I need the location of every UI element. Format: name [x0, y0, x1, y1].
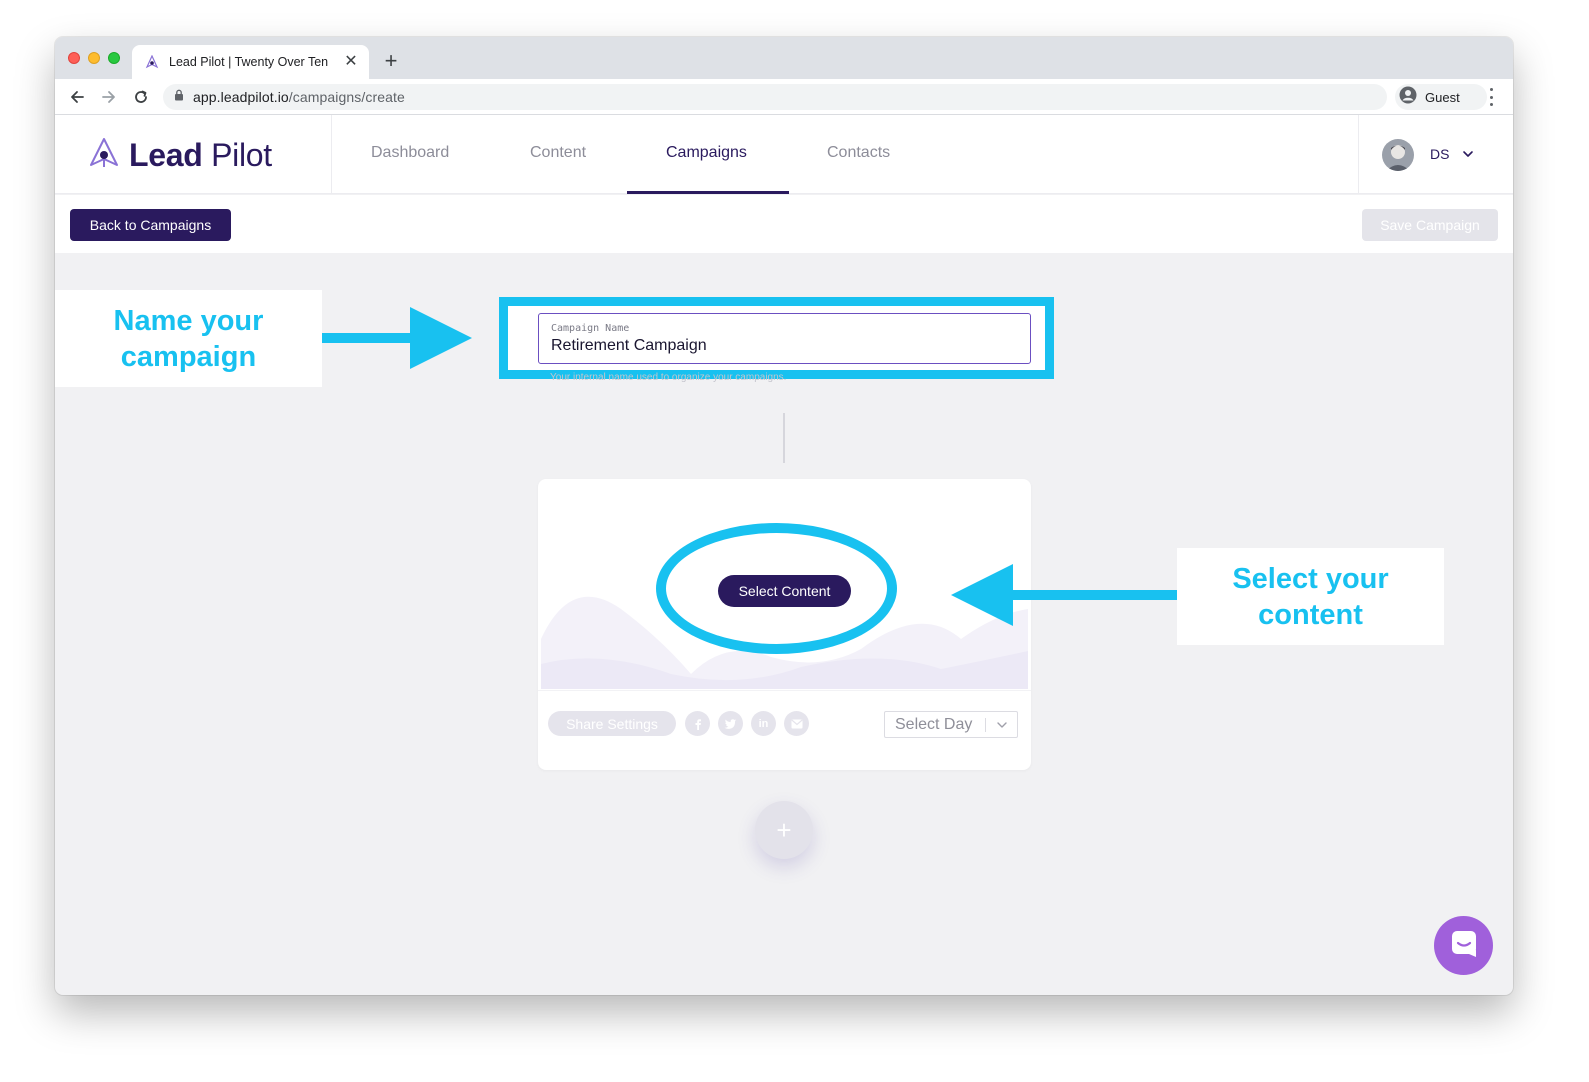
- nav-content[interactable]: Content: [530, 144, 587, 161]
- profile-label: Guest: [1425, 89, 1460, 105]
- annotation-highlight-ellipse: [656, 523, 897, 654]
- url-text: app.leadpilot.io/campaigns/create: [193, 89, 405, 105]
- select-day-dropdown[interactable]: Select Day: [884, 711, 1018, 738]
- nav-dashboard[interactable]: Dashboard: [371, 144, 450, 161]
- logo-word-pilot: Pilot: [211, 136, 272, 173]
- app-header: Lead Pilot Dashboard Content Campaigns C…: [55, 115, 1513, 194]
- url-path: /campaigns/create: [288, 89, 405, 105]
- campaign-name-label: Campaign Name: [551, 323, 630, 334]
- step-connector: [783, 413, 785, 463]
- annotation-text: content: [1258, 598, 1363, 631]
- browser-toolbar: app.leadpilot.io/campaigns/create Guest: [55, 79, 1513, 115]
- campaign-name-value: Retirement Campaign: [551, 337, 707, 354]
- browser-tab-strip: Lead Pilot | Twenty Over Ten ✕ +: [55, 37, 1513, 79]
- address-bar[interactable]: app.leadpilot.io/campaigns/create: [163, 84, 1387, 110]
- rocket-logo-icon: [87, 136, 121, 175]
- share-settings-button[interactable]: Share Settings: [548, 711, 676, 736]
- twitter-icon[interactable]: [718, 711, 743, 736]
- forward-arrow-icon[interactable]: [99, 87, 119, 107]
- window-zoom-button[interactable]: [108, 52, 120, 64]
- card-divider: [538, 690, 1031, 691]
- rocket-favicon-icon: [144, 54, 160, 70]
- url-host: app.leadpilot.io: [193, 89, 289, 105]
- chevron-down-icon[interactable]: [1461, 147, 1475, 166]
- chevron-down-icon: [996, 719, 1008, 731]
- person-icon: [1399, 86, 1417, 109]
- select-day-label: Select Day: [895, 715, 973, 733]
- annotation-text: Select your: [1232, 562, 1389, 595]
- window-minimize-button[interactable]: [88, 52, 100, 64]
- tab-close-icon[interactable]: ✕: [344, 53, 358, 70]
- tab-title: Lead Pilot | Twenty Over Ten: [169, 55, 329, 69]
- header-divider: [331, 115, 332, 194]
- save-campaign-button[interactable]: Save Campaign: [1362, 209, 1498, 241]
- user-initials[interactable]: DS: [1430, 146, 1450, 162]
- profile-button[interactable]: Guest: [1395, 84, 1487, 110]
- linkedin-icon[interactable]: in: [751, 711, 776, 736]
- back-to-campaigns-button[interactable]: Back to Campaigns: [70, 209, 231, 241]
- chat-icon: [1449, 928, 1479, 963]
- avatar[interactable]: [1382, 139, 1414, 171]
- header-divider: [1358, 115, 1359, 194]
- logo-word-lead: Lead: [129, 136, 203, 173]
- reload-icon[interactable]: [131, 87, 151, 107]
- logo-wordmark: Lead Pilot: [129, 137, 272, 174]
- new-tab-icon[interactable]: +: [384, 48, 398, 73]
- action-bar: Back to Campaigns Save Campaign: [55, 195, 1513, 253]
- browser-tab[interactable]: Lead Pilot | Twenty Over Ten ✕: [132, 45, 369, 79]
- add-step-button[interactable]: +: [755, 801, 813, 859]
- back-arrow-icon[interactable]: [67, 87, 87, 107]
- window-close-button[interactable]: [68, 52, 80, 64]
- active-nav-indicator: [627, 191, 789, 194]
- placeholder-wave-illustration: [541, 596, 1028, 689]
- campaign-name-helper: Your internal name used to organize your…: [550, 372, 787, 383]
- annotation-text: Name your: [113, 304, 264, 337]
- campaign-name-input[interactable]: Campaign Name Retirement Campaign: [538, 313, 1031, 364]
- browser-window: Lead Pilot | Twenty Over Ten ✕ + app.lea…: [55, 37, 1513, 995]
- email-icon[interactable]: [784, 711, 809, 736]
- browser-menu-icon[interactable]: [1485, 88, 1497, 106]
- nav-campaigns[interactable]: Campaigns: [666, 144, 747, 161]
- chat-launcher-button[interactable]: [1434, 916, 1493, 975]
- facebook-icon[interactable]: [685, 711, 710, 736]
- select-day-separator: [985, 717, 986, 732]
- annotation-arrow-right: [322, 307, 472, 369]
- annotation-text: campaign: [120, 340, 257, 373]
- nav-contacts[interactable]: Contacts: [827, 144, 891, 161]
- lock-icon: [174, 88, 184, 106]
- annotation-arrow-left: [951, 564, 1177, 626]
- lead-pilot-logo[interactable]: Lead Pilot: [87, 137, 272, 173]
